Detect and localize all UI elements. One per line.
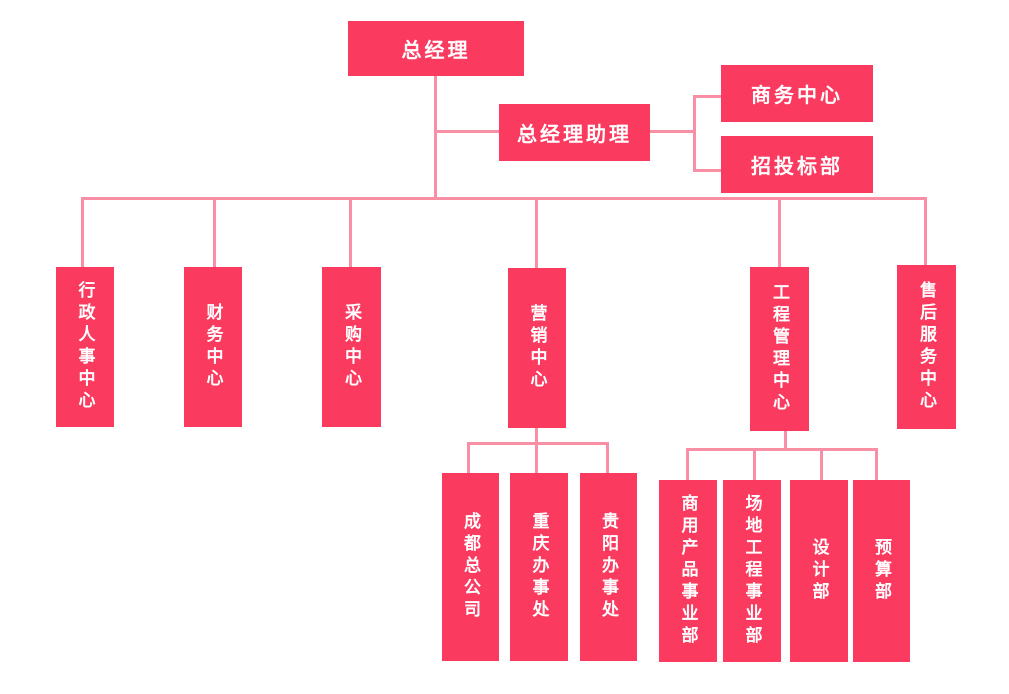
connector-line xyxy=(467,442,609,445)
org-node-marketing-center: 营销中心 xyxy=(508,268,566,428)
org-node-after-sales-center: 售后服务中心 xyxy=(897,265,956,429)
org-node-label: 总经理 xyxy=(401,40,471,62)
connector-line xyxy=(434,76,437,199)
connector-line xyxy=(81,197,927,200)
org-node-label: 财务中心 xyxy=(203,303,223,391)
org-node-admin-hr-center: 行政人事中心 xyxy=(56,267,114,427)
connector-line xyxy=(81,197,84,267)
org-node-finance-center: 财务中心 xyxy=(184,267,242,427)
org-node-chengdu-hq: 成都总公司 xyxy=(442,473,499,661)
org-node-chongqing-office: 重庆办事处 xyxy=(510,473,568,661)
org-node-guiyang-office: 贵阳办事处 xyxy=(580,473,637,661)
connector-line xyxy=(535,197,538,268)
connector-line xyxy=(924,197,927,265)
org-node-label: 成都总公司 xyxy=(461,512,480,622)
connector-line xyxy=(467,442,470,473)
org-node-gm-assistant: 总经理助理 xyxy=(499,104,650,161)
org-node-label: 采购中心 xyxy=(342,303,361,391)
connector-line xyxy=(650,130,694,133)
org-node-bidding-dept: 招投标部 xyxy=(721,136,873,193)
connector-line xyxy=(693,95,696,172)
org-node-label: 售后服务中心 xyxy=(917,281,936,413)
org-node-label: 行政人事中心 xyxy=(75,281,95,413)
org-node-label: 招投标部 xyxy=(751,156,843,178)
connector-line xyxy=(213,197,216,267)
connector-line xyxy=(436,130,499,133)
connector-line xyxy=(349,197,352,267)
org-node-label: 商务中心 xyxy=(751,85,843,107)
connector-line xyxy=(875,448,878,480)
connector-line xyxy=(535,442,538,473)
connector-line xyxy=(820,448,823,480)
org-node-label: 营销中心 xyxy=(527,304,547,392)
org-node-label: 工程管理中心 xyxy=(770,283,789,415)
connector-line xyxy=(686,448,878,451)
org-node-commercial-products-div: 商用产品事业部 xyxy=(659,480,717,662)
org-node-procurement-center: 采购中心 xyxy=(322,267,381,427)
org-node-label: 场地工程事业部 xyxy=(742,494,762,648)
connector-line xyxy=(778,197,781,267)
connector-line xyxy=(686,448,689,480)
org-node-design-dept: 设计部 xyxy=(790,480,848,662)
org-node-label: 预算部 xyxy=(872,538,891,604)
org-node-business-center: 商务中心 xyxy=(721,65,873,122)
connector-line xyxy=(753,448,756,480)
org-node-label: 总经理助理 xyxy=(517,124,632,146)
org-node-budget-dept: 预算部 xyxy=(853,480,910,662)
org-node-label: 贵阳办事处 xyxy=(599,512,618,622)
connector-line xyxy=(606,442,609,473)
connector-line xyxy=(535,428,538,445)
connector-line xyxy=(693,95,721,98)
org-node-general-manager: 总经理 xyxy=(348,21,524,76)
connector-line xyxy=(784,431,787,449)
org-node-site-engineering-div: 场地工程事业部 xyxy=(723,480,781,662)
connector-line xyxy=(693,169,721,172)
org-node-label: 商用产品事业部 xyxy=(678,494,698,648)
org-node-label: 重庆办事处 xyxy=(529,512,549,622)
org-node-label: 设计部 xyxy=(809,538,829,604)
org-node-engineering-mgmt-center: 工程管理中心 xyxy=(750,267,809,431)
